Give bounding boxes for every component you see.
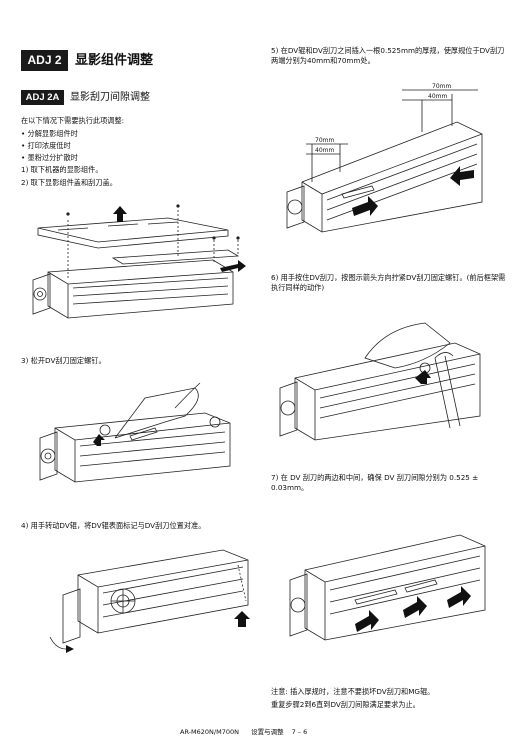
page-title: 显影组件调整 <box>75 53 154 68</box>
adj2a-badge: ADJ 2A <box>21 90 64 105</box>
dim-label-70mm-left: 70mm <box>315 137 334 144</box>
dim-label-40mm-left: 40mm <box>315 147 334 154</box>
figure-tighten-screws <box>275 318 505 448</box>
condition-text: 在以下情况下需要执行此项调整: <box>21 116 125 125</box>
figure-loosen-screws <box>35 378 245 498</box>
bullet-2: • 打印浓度低时 <box>21 141 71 150</box>
step-1: 1) 取下机器的显影组件。 <box>21 165 103 174</box>
bullet-3: • 墨粉过分扩散时 <box>21 153 78 162</box>
step-2: 2) 取下显影组件盖和刮刀盖。 <box>21 178 117 187</box>
figure-remove-covers <box>28 204 246 330</box>
figure-insert-gauge: 70mm 40mm 70mm 40mm <box>282 83 502 252</box>
figure-check-gap <box>285 520 500 650</box>
step-7: 7) 在 DV 刮刀的两边和中间，确保 DV 刮刀间隙分别为 0.525 ± 0… <box>271 473 479 492</box>
bullet-1: • 分解显影组件时 <box>21 129 78 138</box>
note-line-2: 重复步骤2到6直到DV刮刀间隙满足要求为止。 <box>271 700 420 709</box>
step-5: 5) 在DV辊和DV刮刀之间插入一根0.525mm的厚规，使厚规位于DV刮刀两端… <box>271 46 505 65</box>
section-title: 显影刮刀间隙调整 <box>70 92 150 103</box>
step-4: 4) 用手转动DV辊，将DV辊表面标记与DV刮刀位置对准。 <box>21 521 206 530</box>
step-3: 3) 松开DV刮刀固定螺钉。 <box>21 356 106 365</box>
footer-model: AR-M620N/M700N <box>180 728 239 736</box>
dim-label-40mm-top: 40mm <box>428 93 447 100</box>
figure-align-roller <box>48 545 250 653</box>
footer-section: 设置与调整 <box>251 728 284 736</box>
step-6: 6) 用手按住DV刮刀，按图示箭头方向拧紧DV刮刀固定螺钉。(前后框架需执行同样… <box>271 273 506 292</box>
dim-label-70mm-top: 70mm <box>432 83 451 90</box>
adj2-badge: ADJ 2 <box>21 50 68 71</box>
note-line-1: 注意: 插入厚规时，注意不要损坏DV刮刀和MG辊。 <box>271 687 435 696</box>
footer-page: 7 – 6 <box>291 728 308 736</box>
footer: AR-M620N/M700N 设置与调整 7 – 6 <box>180 728 307 737</box>
